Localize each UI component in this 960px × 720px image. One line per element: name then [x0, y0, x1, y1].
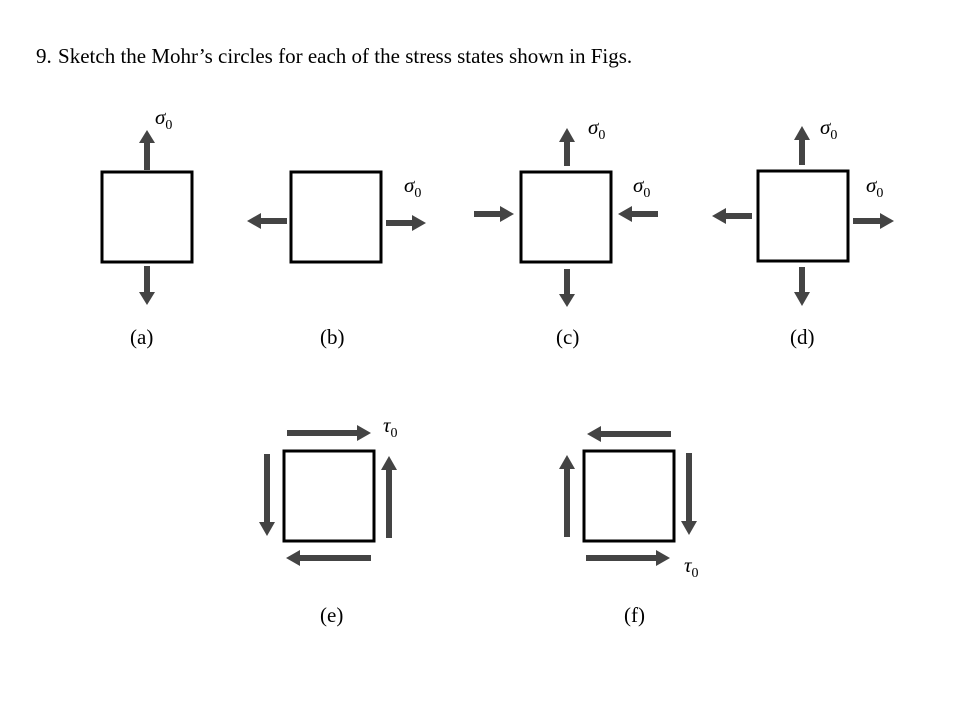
arrow-down [139, 266, 155, 305]
arrow-left [247, 213, 287, 229]
panel-a: σ0 (a) [100, 105, 194, 349]
panel-caption: (a) [130, 325, 153, 349]
sigma-label: σ0 [155, 105, 172, 133]
shear-arrow-bottom [586, 550, 670, 566]
sigma-label: σ0 [633, 173, 650, 201]
shear-arrow-left [259, 454, 275, 536]
tau-label: τ0 [684, 553, 699, 581]
arrow-down [559, 269, 575, 307]
tau-label: τ0 [383, 413, 398, 441]
shear-arrow-right [381, 456, 397, 538]
problem-statement: 9.Sketch the Mohr’s circles for each of … [36, 42, 632, 70]
arrow-compress-right [474, 206, 514, 222]
arrow-right [853, 213, 894, 229]
stress-element [282, 449, 376, 543]
panel-f: τ0 (f) [559, 426, 699, 627]
stress-element [100, 170, 194, 264]
shear-arrow-bottom [286, 550, 371, 566]
panel-d: σ0 σ0 (d) [712, 115, 894, 349]
panel-caption: (c) [556, 325, 579, 349]
panel-c: σ0 σ0 (c) [474, 115, 658, 349]
panel-caption: (e) [320, 603, 343, 627]
sigma-label: σ0 [404, 173, 421, 201]
panel-b: σ0 (b) [247, 170, 426, 349]
arrow-down [794, 267, 810, 306]
shear-arrow-top [287, 425, 371, 441]
stress-element [582, 449, 676, 543]
panel-e: τ0 (e) [259, 413, 398, 627]
sigma-label: σ0 [866, 173, 883, 201]
shear-arrow-top [587, 426, 671, 442]
problem-text: Sketch the Mohr’s circles for each of th… [58, 44, 633, 68]
panel-caption: (f) [624, 603, 645, 627]
arrow-right [386, 215, 426, 231]
stress-element [289, 170, 383, 264]
sigma-label: σ0 [588, 115, 605, 143]
stress-element [519, 170, 613, 264]
panel-caption: (b) [320, 325, 345, 349]
shear-arrow-left [559, 455, 575, 537]
stress-element [756, 169, 850, 263]
sigma-label: σ0 [820, 115, 837, 143]
problem-number: 9. [36, 44, 52, 68]
shear-arrow-right [681, 453, 697, 535]
arrow-left [712, 208, 752, 224]
panel-caption: (d) [790, 325, 815, 349]
arrow-up [139, 130, 155, 170]
arrow-compress-left [618, 206, 658, 222]
arrow-up [559, 128, 575, 166]
arrow-up [794, 126, 810, 165]
